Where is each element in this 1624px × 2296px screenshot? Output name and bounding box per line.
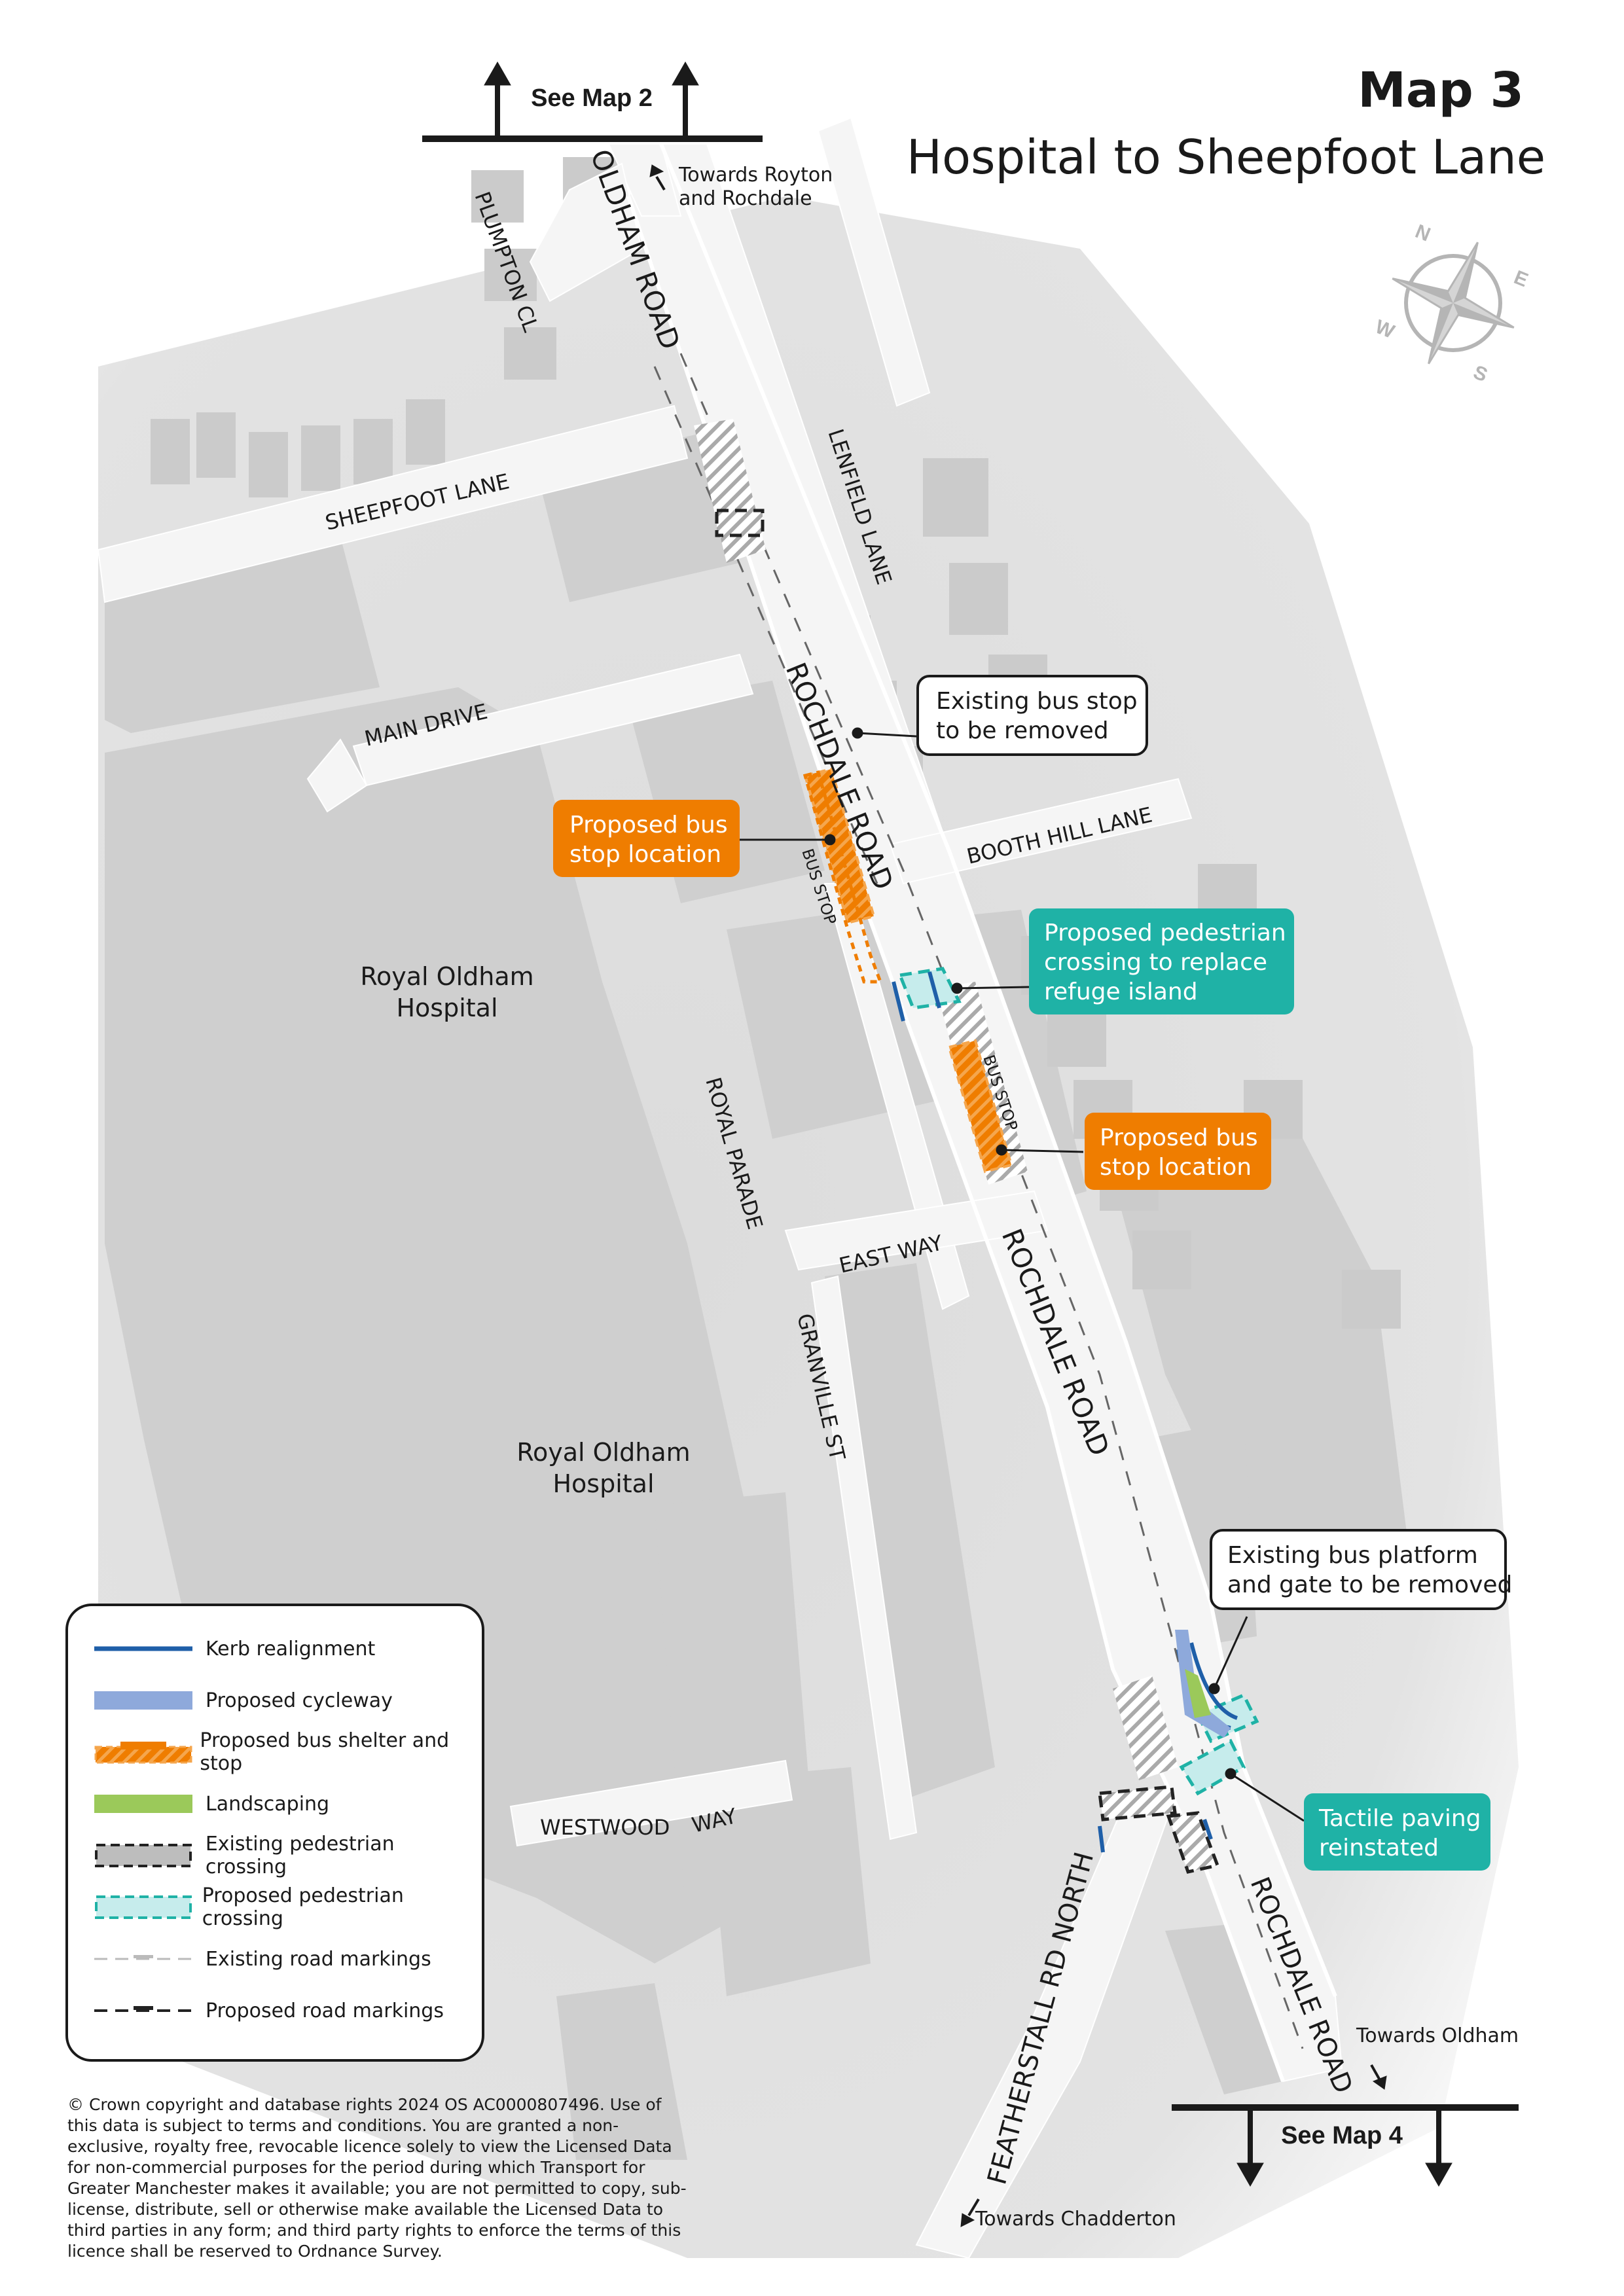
towards-chadderton: Towards Chadderton — [975, 2208, 1176, 2231]
road-markings — [653, 353, 1304, 2049]
legend-label-kerb: Kerb realignment — [206, 1637, 376, 1660]
legend-label-proposed-crossing: Proposed pedestrian crossing — [202, 1884, 404, 1930]
proposed-cycleway — [1175, 1630, 1231, 1738]
see-map-4-arrows — [960, 2064, 1519, 2227]
hospital-label-1-line2: Hospital — [396, 994, 497, 1022]
direction-labels: Towards Royton and Rochdale Towards Oldh… — [678, 164, 1519, 2231]
map-legend: Kerb realignment Proposed cycleway Propo… — [65, 1604, 484, 2062]
callout-existing-bus-stop-line1: Existing bus stop — [936, 688, 1138, 715]
legend-label-cycleway: Proposed cycleway — [206, 1689, 393, 1712]
legend-item-landscaping: Landscaping — [94, 1784, 329, 1823]
callout-proposed-bus-stop-2-line2: stop location — [1100, 1154, 1252, 1181]
callout-tactile-paving-line2: reinstated — [1319, 1835, 1439, 1861]
map-number-title: Map 3 — [1358, 62, 1524, 118]
legend-label-landscaping: Landscaping — [206, 1792, 330, 1816]
callout-leaders — [740, 727, 1305, 1822]
hospital-label-2-line1: Royal Oldham — [516, 1438, 690, 1467]
label-westwood: WESTWOOD — [540, 1815, 670, 1840]
legend-item-cycleway: Proposed cycleway — [94, 1681, 393, 1720]
callout-tactile-paving: Tactile paving reinstated — [1304, 1793, 1490, 1871]
callout-proposed-crossing-line2: crossing to replace — [1044, 949, 1267, 976]
callout-proposed-crossing-line3: refuge island — [1044, 978, 1198, 1005]
callout-existing-bus-stop-line2: to be removed — [936, 717, 1109, 744]
compass-e: E — [1511, 266, 1531, 291]
callout-proposed-bus-stop-2: Proposed bus stop location — [1085, 1113, 1271, 1190]
legend-item-existing-crossing: Existing pedestrian crossing — [94, 1833, 482, 1878]
callout-proposed-crossing-line1: Proposed pedestrian — [1044, 920, 1286, 946]
see-map-2-link[interactable]: See Map 2 — [531, 84, 653, 112]
existing-markings-icon — [94, 1939, 199, 1979]
proposed-markings-icon — [94, 1991, 199, 2030]
legend-item-proposed-crossing: Proposed pedestrian crossing — [94, 1884, 482, 1930]
legend-item-existing-markings: Existing road markings — [94, 1939, 431, 1979]
place-labels: Royal Oldham Hospital Royal Oldham Hospi… — [360, 962, 690, 1498]
callout-existing-platform-line2: and gate to be removed — [1227, 1571, 1512, 1598]
proposed-bus-stops — [803, 767, 1013, 1174]
see-map-2-arrows — [422, 61, 763, 191]
proposed-crossing-swatch-icon — [94, 1888, 196, 1927]
legend-item-proposed-markings: Proposed road markings — [94, 1991, 444, 2030]
callout-existing-platform-line1: Existing bus platform — [1227, 1542, 1478, 1569]
callout-proposed-bus-stop-2-line1: Proposed bus — [1100, 1124, 1258, 1151]
callout-existing-bus-stop: Existing bus stop to be removed — [916, 675, 1148, 756]
callout-tactile-paving-line1: Tactile paving — [1318, 1805, 1481, 1832]
compass-rose-icon — [1392, 242, 1515, 365]
map-subtitle: Hospital to Sheepfoot Lane — [906, 130, 1545, 185]
compass-w: W — [1372, 316, 1398, 343]
bus-stop-swatch-icon — [94, 1732, 193, 1772]
cycleway-swatch-icon — [94, 1681, 199, 1720]
legend-label-existing-markings: Existing road markings — [206, 1947, 431, 1971]
landscaping-swatch-icon — [94, 1784, 199, 1823]
landscaping-area — [1185, 1669, 1211, 1718]
existing-crossing-swatch-icon — [94, 1836, 199, 1875]
callout-existing-platform: Existing bus platform and gate to be rem… — [1210, 1529, 1512, 1610]
towards-royton-line2: and Rochdale — [679, 187, 812, 210]
callout-proposed-bus-stop-1-line2: stop location — [569, 841, 721, 868]
see-map-4-link[interactable]: See Map 4 — [1281, 2122, 1403, 2149]
copyright-notice: © Crown copyright and database rights 20… — [67, 2095, 687, 2261]
building-blocks — [105, 432, 1407, 2160]
hospital-label-2-line2: Hospital — [552, 1469, 654, 1498]
legend-label-proposed-markings: Proposed road markings — [206, 1999, 444, 2022]
callout-proposed-bus-stop-1-line1: Proposed bus — [569, 812, 728, 838]
towards-oldham: Towards Oldham — [1356, 2024, 1519, 2047]
existing-pedestrian-crossings — [715, 509, 1220, 1874]
towards-royton-line1: Towards Royton — [678, 164, 833, 187]
hospital-label-1-line1: Royal Oldham — [360, 962, 533, 991]
legend-label-bus-stop: Proposed bus shelter and stop — [200, 1729, 450, 1775]
compass-n: N — [1412, 221, 1433, 246]
compass-s: S — [1470, 361, 1490, 386]
kerb-line-icon — [94, 1629, 199, 1668]
legend-item-bus-stop: Proposed bus shelter and stop — [94, 1729, 482, 1775]
callout-proposed-crossing: Proposed pedestrian crossing to replace … — [1029, 908, 1294, 1014]
legend-label-existing-crossing: Existing pedestrian crossing — [205, 1833, 395, 1878]
legend-item-kerb: Kerb realignment — [94, 1629, 375, 1668]
callout-proposed-bus-stop-1: Proposed bus stop location — [553, 800, 740, 877]
